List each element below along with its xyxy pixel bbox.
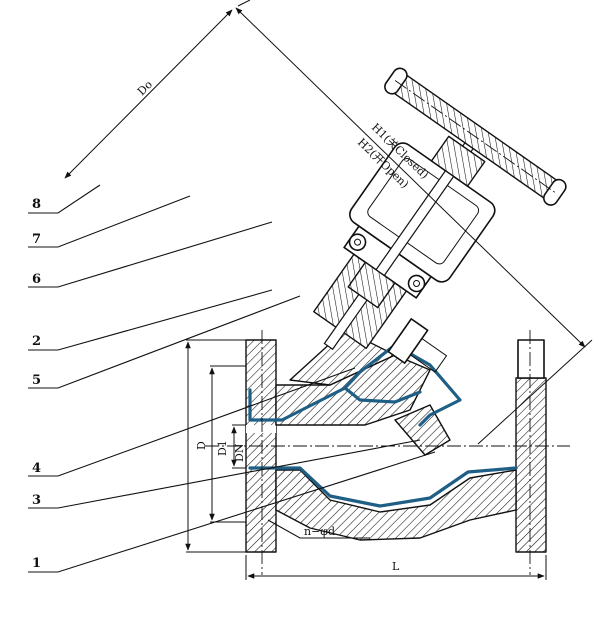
callout-1: 1 [32,556,41,571]
dim-D1: D1 [216,440,229,456]
callout-2: 2 [32,334,41,349]
callout-numbers: 8 7 6 2 5 4 3 1 [32,197,41,571]
callout-7: 7 [32,232,41,247]
dim-DN: DN [233,443,246,462]
callout-3: 3 [32,493,41,508]
callout-8: 8 [32,197,41,212]
length-dimension: L [245,555,547,580]
handwheel-dimension: Do [64,9,233,179]
dim-bolt-holes: n−φd [304,525,335,538]
dim-L: L [392,560,400,573]
valve-body [245,329,547,553]
right-flange-hub [517,339,545,379]
callout-leaders [28,184,436,573]
callout-4: 4 [32,461,41,476]
right-flange [515,377,547,553]
bolt-hole-label: n−φd [267,519,370,539]
seat-partition [394,404,451,456]
callout-6: 6 [32,272,41,287]
body-lower-wall [275,469,517,541]
dim-Do: Do [135,78,155,98]
callout-5: 5 [32,373,41,388]
vertical-dimensions: D D1 DN [185,339,246,553]
dim-D: D [195,441,208,450]
